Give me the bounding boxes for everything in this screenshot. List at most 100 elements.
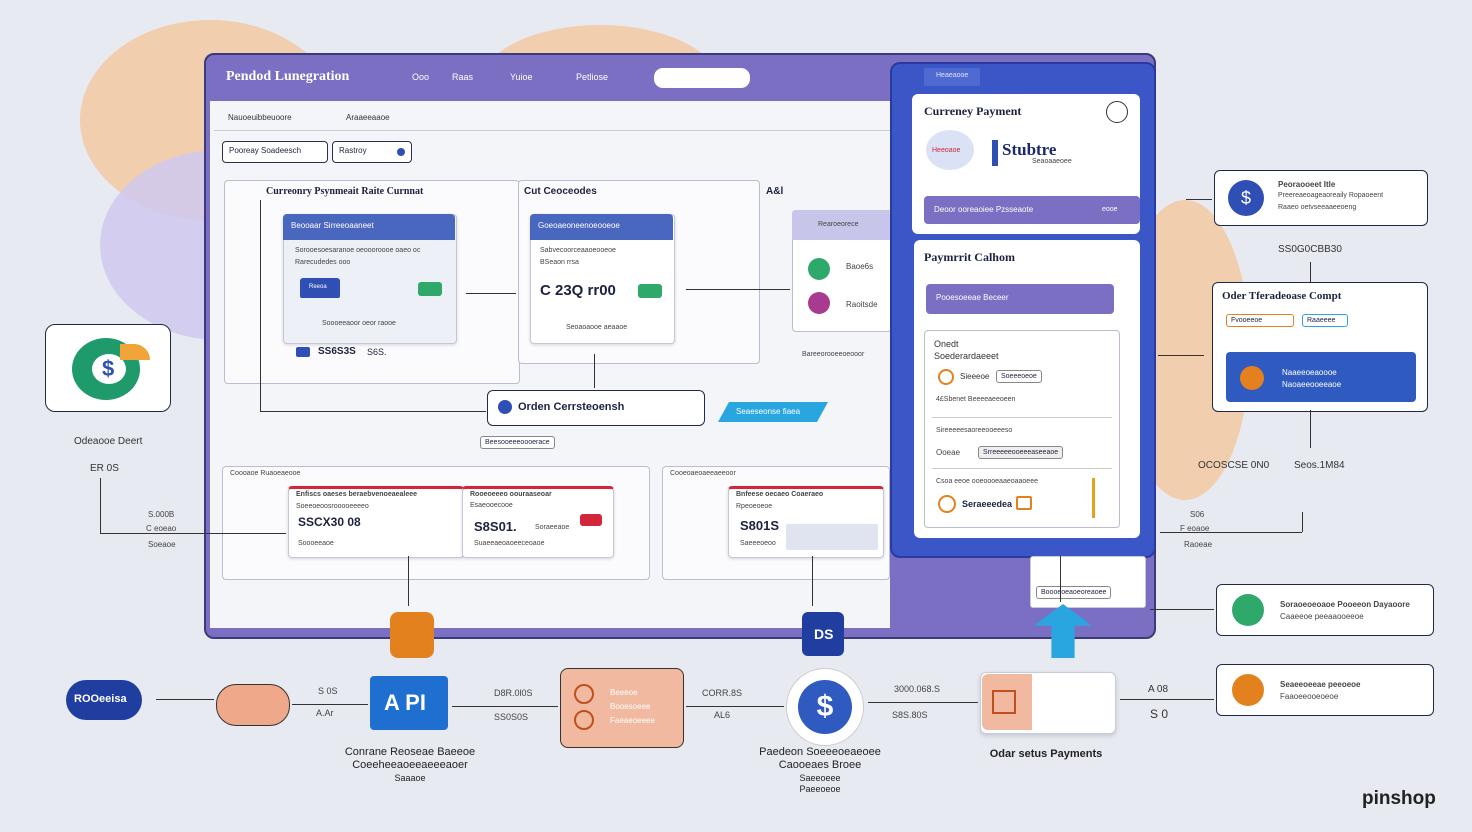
action-button[interactable] (580, 514, 602, 526)
payment-bar[interactable]: Deoor ooreaoiee Pzsseaote (924, 196, 1140, 224)
invoice-sub: Soeeoeoosrooooeeeeo (296, 503, 369, 510)
bottom-panel-title: Cooeoaeoaeeaeeoor (670, 470, 736, 477)
method-label[interactable]: Baoe6s (846, 262, 874, 271)
nav-item[interactable]: Ooo (412, 72, 430, 82)
nav-item[interactable]: Raas (452, 72, 474, 82)
nav-item[interactable]: Yuioe (510, 72, 533, 82)
process-line: Booesoeee (610, 702, 651, 711)
panel-footer: Boooeoeaoeoreaoee (1036, 586, 1112, 599)
green-status-icon (1232, 594, 1264, 626)
connector-line (408, 556, 409, 606)
rate-card-header: Beooaar Sirreeoaaneet (283, 214, 455, 240)
search-input[interactable] (654, 68, 750, 88)
toolbar-link[interactable]: Araaeeaaoe (346, 113, 390, 122)
api-label: A PI (384, 690, 426, 715)
api-caption: Saaaoe (394, 773, 426, 783)
bottom-panel-title: Coooaoe Ruaoeaeooe (230, 470, 301, 477)
flow-note: SS0S0S (494, 712, 529, 722)
card-icon (296, 347, 310, 357)
methods-header (792, 210, 890, 240)
amount-value: C 23Q rr00 (540, 282, 616, 299)
arrow-banner-label: Seaeseonse fiaea (736, 407, 801, 416)
dollar-caption: Paedeon Soeeeoeaeoee (759, 746, 881, 758)
amount-suffix: S6S. (367, 347, 387, 357)
select-dropdown[interactable]: Rastroy (332, 141, 412, 163)
select-dropdown[interactable]: Pooreay Soadeesch (222, 141, 328, 163)
brand-sub: Seaoaaeoee (1032, 158, 1072, 165)
coin-icon (938, 369, 954, 385)
row-label: Ooeae (936, 448, 961, 457)
status-card-line: Soraoeoeoaoe Pooeeon Dayaoore (1280, 600, 1410, 609)
invoice-sub: Rpeoeoeoe (736, 503, 773, 510)
invoice-amount: S8S01. (474, 519, 517, 534)
status-card[interactable] (1216, 664, 1434, 716)
flow-note: S 0S (318, 686, 338, 696)
side-note: S06 (1190, 510, 1205, 519)
process-box[interactable] (560, 668, 684, 748)
side-note: S 0 (1150, 707, 1169, 721)
nav-item[interactable]: Petliose (576, 72, 609, 82)
info-card-line: Peoraooeet Itle (1278, 180, 1336, 189)
invoice-sub: Esaeooecooe (470, 502, 513, 509)
info-icon[interactable] (1106, 101, 1128, 123)
api-box[interactable] (370, 676, 448, 730)
row-label: 4£Sbenet Beeeeaeeoeen (936, 396, 1016, 403)
toolbar-link[interactable]: Nauoeuibbeuoore (228, 113, 292, 122)
dollar-caption: Saeeoeee (799, 773, 841, 783)
flow-note: 3000.068.S (894, 684, 941, 694)
side-note: C eoeao (146, 524, 177, 533)
connector-line (686, 706, 784, 707)
invoice-foot: Soooeeaoe (298, 540, 334, 547)
panel-title: A&l (766, 186, 784, 197)
badge-label: DS (814, 626, 834, 642)
process-line: Beeeoe (610, 688, 638, 697)
dollar-caption: Paeeoeoe (799, 784, 841, 794)
rate-card-text: Sorooesoesaranoe oeoooroooe oaeo oc (295, 247, 421, 254)
status-label: OCOSCSE 0N0 (1198, 460, 1270, 471)
connector-line (868, 702, 978, 703)
badge-icon (802, 612, 844, 656)
rate-card-text: Rarecudedes ooo (295, 259, 351, 266)
avatar-label: Heeoaoe (932, 147, 961, 154)
status-label: Seos.1M84 (1294, 460, 1345, 471)
pay-button[interactable] (638, 284, 662, 298)
method-label[interactable]: Raoitsde (846, 300, 878, 309)
flow-note: AL6 (714, 710, 731, 720)
connector-line (1120, 699, 1214, 700)
row-pill: Srreeeeeooeeeaseeaoe (978, 446, 1064, 459)
rate-card-badge: Reeoa (309, 284, 327, 290)
stripe-logo-icon (992, 140, 998, 166)
checkout-card-text: Sabvecoorceaaoeooeoe (540, 247, 616, 254)
connector-line (292, 704, 368, 705)
order-confirm-box[interactable] (487, 390, 705, 426)
connector-line (1302, 512, 1303, 532)
connector-line (686, 289, 790, 290)
panel-title: Cut Ceoceodes (524, 186, 597, 197)
order-box-sub: Soederardaeeet (934, 351, 999, 361)
order-pill: Raaeeee (1302, 314, 1348, 327)
process-icon (574, 684, 594, 704)
flow-note: S8S.80S (892, 710, 928, 720)
side-note: A 08 (1148, 684, 1169, 695)
panel-tab-label: Heaeaooe (936, 72, 969, 79)
side-note: F eoaoe (1180, 524, 1210, 533)
avatar (926, 130, 974, 170)
invoice-head: Enfiscs oaeses beraebvenoeaealeee (296, 491, 418, 498)
order-pill: Fvooeeoe (1226, 314, 1294, 327)
status-card-line: Faaoeeooeoeoe (1280, 692, 1339, 701)
order-action-label: Naoaeeooeeaoe (1282, 380, 1342, 389)
order-icon (498, 400, 512, 414)
method-bar[interactable]: Pooesoeeae Beceer (926, 284, 1114, 314)
hand-card-icon (216, 684, 290, 726)
invoice-amount: S801S (740, 518, 780, 533)
info-card-line: Raaeo oetvseeaaeeoeng (1278, 204, 1357, 211)
amount-value: SS6S3S (318, 346, 356, 357)
connector-line (156, 699, 214, 700)
confirm-button[interactable] (418, 282, 442, 296)
invoice-head: Rooeoeeeo oouraaseoar (470, 491, 552, 498)
panel-tab[interactable] (924, 68, 980, 86)
info-card-line: Preereaeoageaoreaily Ropaoeent (1278, 192, 1384, 199)
slider-handle[interactable] (1092, 478, 1095, 518)
flow-pill[interactable] (66, 680, 142, 720)
rate-card-footer: Soooeeaoor oeor raooe (322, 320, 396, 327)
